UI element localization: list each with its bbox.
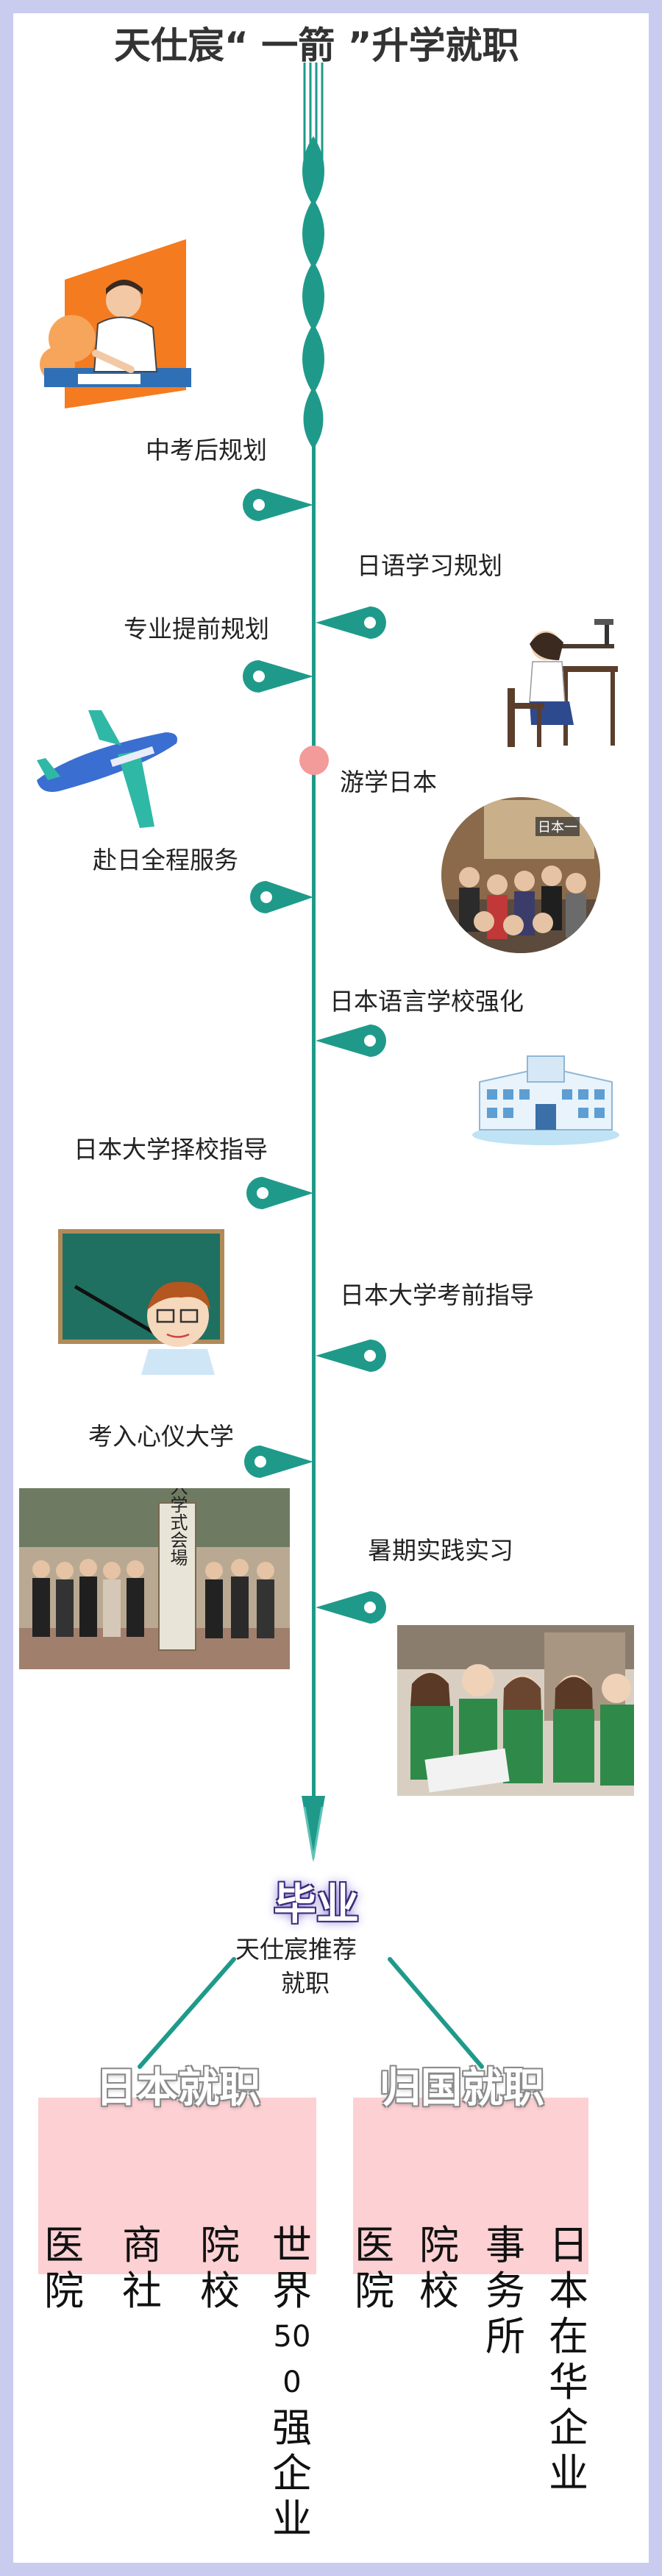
china-job-item: 院校 [419,2222,459,2314]
pin-marker [244,1446,313,1478]
china-job-item: 日本在华企业 [549,2222,588,2497]
pin-marker [316,1340,386,1372]
step-label: 赴日全程服务 [93,846,238,874]
china-job-item: 事务所 [485,2222,525,2360]
entrance-ceremony-photo: 入学式会場 [19,1488,290,1669]
china-job-item: 医院 [355,2222,394,2314]
step-label: 游学日本 [340,768,437,796]
step-label: 考入心仪大学 [88,1422,234,1451]
banner-text: 日本一 [538,820,577,835]
pin-marker [316,1591,386,1624]
recommend-label-line2: 就职 [281,1969,330,1998]
graduation-label: 毕业 [274,1879,360,1929]
pin-marker [246,1177,313,1209]
pin-marker [316,1025,386,1057]
step-label: 日本大学考前指导 [340,1281,534,1309]
ceremony-sign-text: 入学式会場 [167,1488,188,1566]
school-building-illustration [472,1055,619,1145]
step-label: 日本语言学校强化 [330,987,524,1016]
china-jobs-header: 归国就职 [380,2064,544,2112]
highlight-dot [299,746,329,775]
job-panels [38,2098,588,2274]
japan-job-item: 院校 [200,2222,240,2314]
timeline-arrow [302,63,325,1862]
step-label: 专业提前规划 [124,615,269,643]
recommend-label: 天仕宸推荐 [235,1935,357,1964]
japan-job-item: 商社 [122,2222,162,2314]
pin-marker [316,606,386,639]
step-label: 暑期实践实习 [368,1536,513,1565]
teacher-chalkboard-illustration [58,1229,224,1375]
japan-job-item: 医院 [44,2222,84,2314]
pin-marker [243,660,313,693]
study-tour-photo: 日本一 [441,797,600,953]
girl-studying-illustration [508,619,618,747]
page-title: 天仕宸“ 一箭 ”升学就职 [114,24,519,67]
step-label: 日本大学择校指导 [74,1135,268,1164]
branch-lines [138,1957,484,2069]
step-label: 日语学习规划 [357,551,502,580]
pin-marker [250,881,313,913]
internship-photo [397,1625,634,1796]
pin-marker [243,489,313,521]
airplane-illustration [37,710,177,828]
japan-jobs-header: 日本就职 [96,2064,260,2112]
step-label: 中考后规划 [146,436,267,464]
student-writing-illustration [40,239,191,408]
